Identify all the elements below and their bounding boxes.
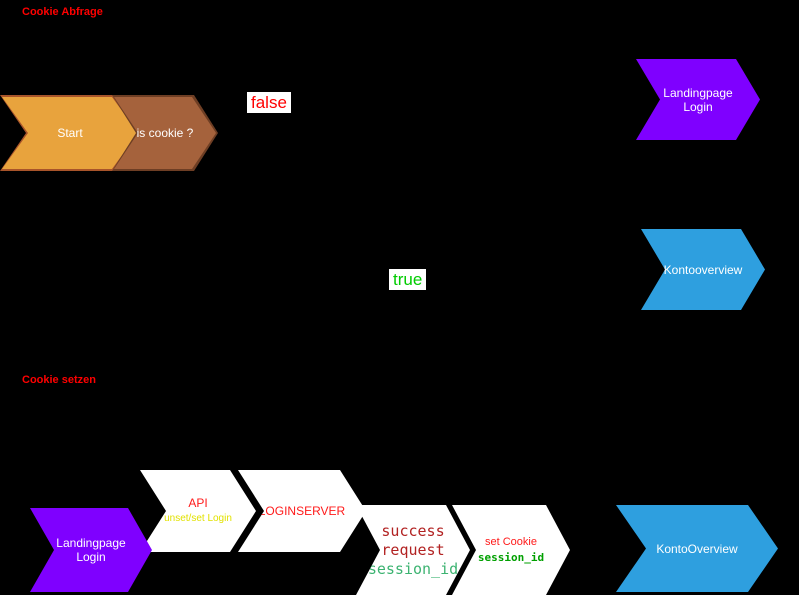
branch-label-false: false <box>247 92 291 113</box>
shape-start: Start <box>0 95 140 171</box>
section-title-cookie-abfrage: Cookie Abfrage <box>22 6 103 18</box>
shape-success-request: success request session_id <box>356 505 470 595</box>
shape-success-session-id: session_id <box>367 559 459 578</box>
shape-landingpage-login-bottom: Landingpage Login <box>30 508 152 592</box>
shape-success-line2: request <box>381 540 445 559</box>
shape-start-label: Start <box>57 126 83 140</box>
shape-is-cookie-label: is cookie ? <box>136 126 194 140</box>
shape-loginserver-label: LOGINSERVER <box>258 504 346 518</box>
shape-api: API unset/set Login <box>140 470 256 552</box>
branch-label-true: true <box>389 269 427 290</box>
shape-kontooverview-bottom: KontoOverview <box>616 505 778 592</box>
shape-kontooverview-mid: Kontooverview <box>641 229 765 310</box>
shape-set-cookie-label: set Cookie <box>485 536 537 548</box>
shape-api-sublabel: unset/set Login <box>164 513 232 524</box>
shape-kontooverview-bottom-label: KontoOverview <box>656 541 738 556</box>
shape-landingpage-login-top-line1: Landingpage <box>663 85 733 100</box>
shape-landingpage-login-bottom-line1: Landingpage <box>56 536 126 550</box>
shape-loginserver: LOGINSERVER <box>238 470 366 552</box>
section-title-cookie-setzen: Cookie setzen <box>22 374 96 386</box>
shape-landingpage-login-top: Landingpage Login <box>636 59 760 140</box>
shape-is-cookie: is cookie ? <box>112 95 218 171</box>
shape-landingpage-login-top-line2: Login <box>683 99 713 114</box>
shape-success-line1: success <box>381 521 445 540</box>
shape-kontooverview-mid-label: Kontooverview <box>663 262 743 277</box>
shape-set-cookie-session-id: session_id <box>477 551 545 564</box>
shape-api-label: API <box>188 496 208 510</box>
shape-landingpage-login-bottom-line2: Login <box>76 550 106 564</box>
